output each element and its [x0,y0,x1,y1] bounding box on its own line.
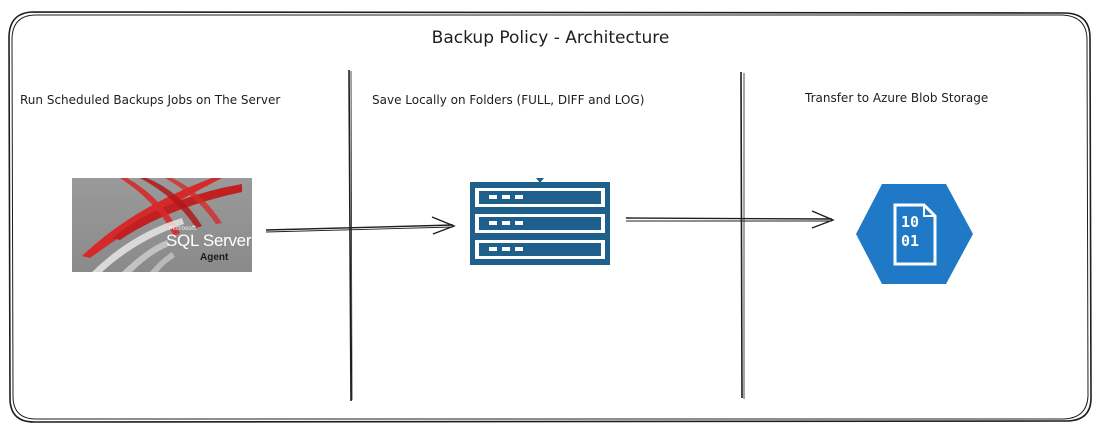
lane-divider-1 [348,69,352,402]
blob-digits-line1: 10 [901,213,920,231]
lane-label-schedule: Run Scheduled Backups Jobs on The Server [20,93,281,107]
blob-digits-line2: 01 [901,232,920,250]
sql-agent-label: Agent [200,252,229,263]
arrow-right-icon [625,210,835,229]
server-rack-icon [470,178,610,265]
diagram-frame [8,11,1092,423]
lane-label-transfer: Transfer to Azure Blob Storage [805,91,989,105]
azure-blob-storage-icon [856,184,973,284]
sql-server-agent-icon [72,178,252,272]
sql-server-label: SQL Server [166,231,252,250]
page-title: Backup Policy - Architecture [431,28,670,48]
arrow-right-icon [265,216,456,235]
lane-divider-2 [740,71,743,399]
sql-vendor-label: Microsoft [169,225,197,232]
lane-label-save-locally: Save Locally on Folders (FULL, DIFF and … [372,93,645,107]
